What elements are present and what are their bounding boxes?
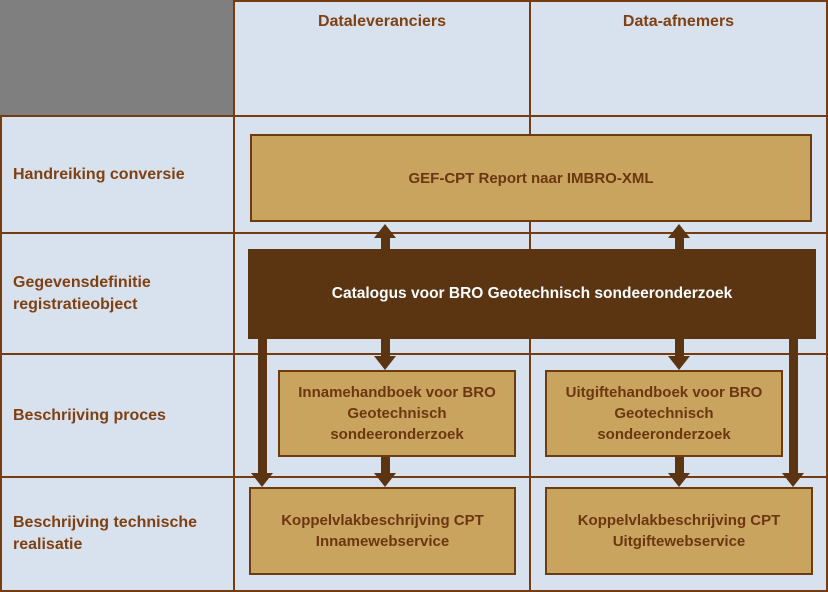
arrow-catalog-to-uitgiftehandboek-head-icon <box>668 356 690 370</box>
arrow-catalog-to-koppelvlak-uitgifte-head-icon <box>782 473 804 487</box>
row-label-handreiking-conversie: Handreiking conversie <box>13 165 185 183</box>
arrow-uitgiftehandboek-to-koppelvlak-head-icon <box>668 473 690 487</box>
grid-divider-col1 <box>233 0 235 592</box>
column-header-data-afnemers: Data-afnemers <box>622 13 735 30</box>
arrow-innamehandboek-to-koppelvlak-shaft <box>381 457 390 474</box>
grid-divider-row2 <box>0 232 828 234</box>
grid-divider-row4 <box>0 476 828 478</box>
arrow-catalog-to-koppelvlak-inname-head-icon <box>251 473 273 487</box>
box-koppelvlak-uitgifte: Koppelvlakbeschrijving CPT Uitgiftewebse… <box>545 487 813 575</box>
grid-divider-row1 <box>0 115 828 117</box>
arrow-catalog-to-koppelvlak-inname-shaft <box>258 339 267 474</box>
row-label-gegevensdefinitie: Gegevensdefinitie registratieobject <box>13 273 151 313</box>
grid-divider-row3 <box>0 353 828 355</box>
grid-border-bottom <box>0 590 828 592</box>
row-label-beschrijving-technische-realisatie: Beschrijving technische realisatie <box>13 514 198 553</box>
arrow-catalog-to-uitgiftehandboek-shaft <box>675 339 684 357</box>
row-label-beschrijving-proces: Beschrijving proces <box>13 406 166 424</box>
arrow-innamehandboek-to-koppelvlak-head-icon <box>374 473 396 487</box>
column-header-dataleveranciers: Dataleveranciers <box>317 13 447 30</box>
box-gef-cpt-conversion: GEF-CPT Report naar IMBRO-XML <box>250 134 812 222</box>
arrow-catalog-to-conversion-right-shaft <box>675 235 684 250</box>
arrow-catalog-to-conversion-left-shaft <box>381 235 390 250</box>
arrow-catalog-to-conversion-left-head-icon <box>374 224 396 238</box>
arrow-catalog-to-koppelvlak-uitgifte-shaft <box>789 339 798 474</box>
arrow-uitgiftehandboek-to-koppelvlak-shaft <box>675 457 684 474</box>
corner-cell <box>0 0 233 115</box>
grid-border-right <box>826 0 828 592</box>
box-koppelvlak-inname: Koppelvlakbeschrijving CPT Innamewebserv… <box>249 487 516 575</box>
arrow-catalog-to-conversion-right-head-icon <box>668 224 690 238</box>
box-catalogus: Catalogus voor BRO Geotechnisch sondeero… <box>248 249 816 339</box>
arrow-catalog-to-innamehandboek-shaft <box>381 339 390 357</box>
box-innamehandboek: Innamehandboek voor BRO Geotechnisch son… <box>278 370 516 457</box>
box-uitgiftehandboek: Uitgiftehandboek voor BRO Geotechnisch s… <box>545 370 783 457</box>
arrow-catalog-to-innamehandboek-head-icon <box>374 356 396 370</box>
